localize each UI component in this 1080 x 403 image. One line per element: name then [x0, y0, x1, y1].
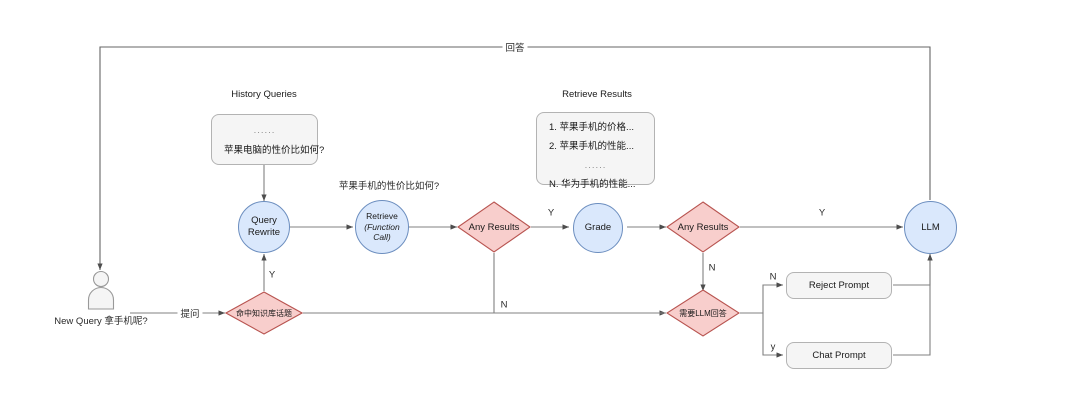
y-label-hit-kb: Y — [265, 269, 279, 281]
decision-need-llm-answer[interactable]: 需要LLM回答 — [666, 289, 740, 337]
diamond-shape-icon — [225, 291, 303, 335]
y-label-chat-prompt: y — [767, 341, 779, 353]
chat-prompt-label: Chat Prompt — [812, 349, 866, 361]
decision-any-results-1[interactable]: Any Results — [457, 201, 531, 253]
rewritten-query-label: 苹果手机的性价比如何? — [335, 178, 443, 192]
history-query-item: 苹果电脑的性价比如何? — [224, 144, 325, 156]
node-retrieve-function-call[interactable]: Retrieve (Function Call) — [355, 200, 409, 254]
edge-chat-to-llm — [893, 254, 933, 356]
retrieve-results-title: Retrieve Results — [562, 89, 632, 100]
any-results-1-label: Any Results — [468, 221, 520, 233]
llm-label: LLM — [921, 221, 940, 233]
retrieve-line-1: Retrieve — [366, 211, 398, 222]
retrieve-line-3: Call) — [373, 232, 391, 243]
y-label-any-results-1: Y — [544, 207, 558, 219]
node-query-rewrite[interactable]: Query Rewrite — [238, 201, 290, 253]
answer-edge-label: 回答 — [502, 40, 528, 54]
person-icon — [87, 270, 115, 310]
node-llm[interactable]: LLM — [904, 201, 957, 254]
query-rewrite-line-2: Rewrite — [247, 227, 281, 238]
retrieve-item-n: N. 华为手机的性能... — [549, 178, 636, 190]
node-grade[interactable]: Grade — [573, 203, 623, 253]
hit-kb-label: 命中知识库话题 — [236, 308, 292, 318]
n-label-any-results-2: N — [705, 262, 719, 274]
diamond-shape-icon — [457, 201, 531, 253]
edge-needllm-y-to-chat — [740, 312, 783, 358]
edge-reject-to-llm — [893, 254, 933, 286]
decision-any-results-2[interactable]: Any Results — [666, 201, 740, 253]
diamond-shape-icon — [666, 289, 740, 337]
grade-label: Grade — [584, 222, 612, 234]
n-label-any-results-1: N — [497, 299, 511, 311]
user-actor-icon — [86, 270, 116, 310]
history-queries-box: ...... 苹果电脑的性价比如何? — [211, 114, 325, 165]
edge-any1-n-to-needllm — [493, 253, 666, 316]
new-query-label: New Query 拿手机呢? — [54, 316, 148, 327]
edge-needllm-n-to-reject — [740, 282, 783, 314]
reject-prompt-label: Reject Prompt — [808, 279, 870, 291]
node-chat-prompt[interactable]: Chat Prompt — [786, 342, 892, 369]
any-results-2-label: Any Results — [677, 221, 729, 233]
retrieve-ellipsis: ...... — [584, 159, 607, 171]
y-label-any-results-2: Y — [815, 207, 829, 219]
query-rewrite-line-1: Query — [251, 215, 277, 227]
retrieve-line-2: (Function — [364, 221, 400, 232]
retrieve-item-2: 2. 苹果手机的性能... — [549, 140, 634, 152]
decision-hit-knowledge-base[interactable]: 命中知识库话题 — [225, 291, 303, 335]
n-label-reject-prompt: N — [766, 271, 780, 283]
history-ellipsis: ...... — [253, 125, 276, 136]
retrieve-results-box: 1. 苹果手机的价格... 2. 苹果手机的性能... ...... N. 华为… — [536, 112, 655, 190]
ask-edge-label: 提问 — [177, 306, 203, 320]
need-llm-label: 需要LLM回答 — [679, 308, 727, 318]
history-queries-title: History Queries — [231, 89, 297, 100]
node-reject-prompt[interactable]: Reject Prompt — [786, 272, 892, 299]
retrieve-item-1: 1. 苹果手机的价格... — [549, 122, 634, 133]
diamond-shape-icon — [666, 201, 740, 253]
